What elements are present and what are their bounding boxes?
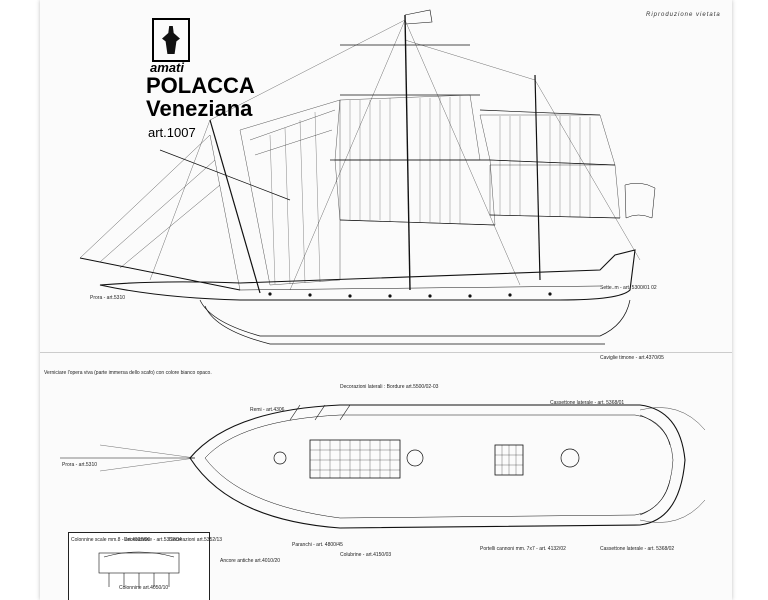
header-note: Riproduzione vietata	[646, 12, 721, 18]
inset-label-right: Decorazioni art.5352/13	[169, 537, 223, 543]
label-parapetti: Paranchi - art. 4800/45	[292, 542, 343, 548]
ship-drawing	[60, 9, 706, 529]
amati-logo-icon	[152, 18, 190, 62]
inset-drawing	[98, 551, 180, 587]
label-settemm: Sette..m - art. 5300/01 02	[600, 285, 657, 291]
title-line-1: POLACCA	[146, 73, 255, 98]
label-prora: Prora - art.5310	[90, 295, 126, 301]
label-remi: Remi - art.4306	[250, 407, 285, 413]
label-portelli: Portelli cannoni mm. 7x7 - art. 4132/02	[480, 546, 566, 552]
brand-logo-text: amati	[150, 60, 184, 75]
label-decorazioni: Decorazioni laterali : Bordure art.5500/…	[340, 384, 439, 390]
label-cassettone-bottom: Cassettone laterale - art. 5368/02	[600, 546, 675, 552]
label-ancore: Ancore antiche art.4010/20	[220, 558, 281, 564]
label-caviglie: Caviglie timone - art.4370/05	[600, 355, 664, 361]
label-cassettone-top: Cassettone laterale - art. 5368/01	[550, 400, 625, 406]
fold-line	[40, 352, 732, 353]
title-line-2: Veneziana	[146, 96, 253, 121]
inset-label-mid: Decorazione - art.5352/04	[124, 537, 182, 543]
brand-block: amati POLACCA Veneziana art.1007	[112, 18, 255, 140]
article-number: art.1007	[148, 125, 196, 140]
inset-label-bottom: Colonnine art.4050/10	[119, 585, 169, 591]
label-colubrine: Colubrine - art.4150/03	[340, 552, 392, 558]
inset-label-left: Colonnine scale mm.8 - art.4020/00	[71, 537, 151, 543]
plan-sheet: amati POLACCA Veneziana art.1007 Riprodu…	[40, 0, 732, 600]
label-prora-plan: Prora - art.5310	[62, 462, 98, 468]
detail-inset: Colonnine scale mm.8 - art.4020/00 Decor…	[68, 532, 222, 600]
label-vernice: Verniciare l'opera viva (parte immersa d…	[44, 370, 212, 376]
